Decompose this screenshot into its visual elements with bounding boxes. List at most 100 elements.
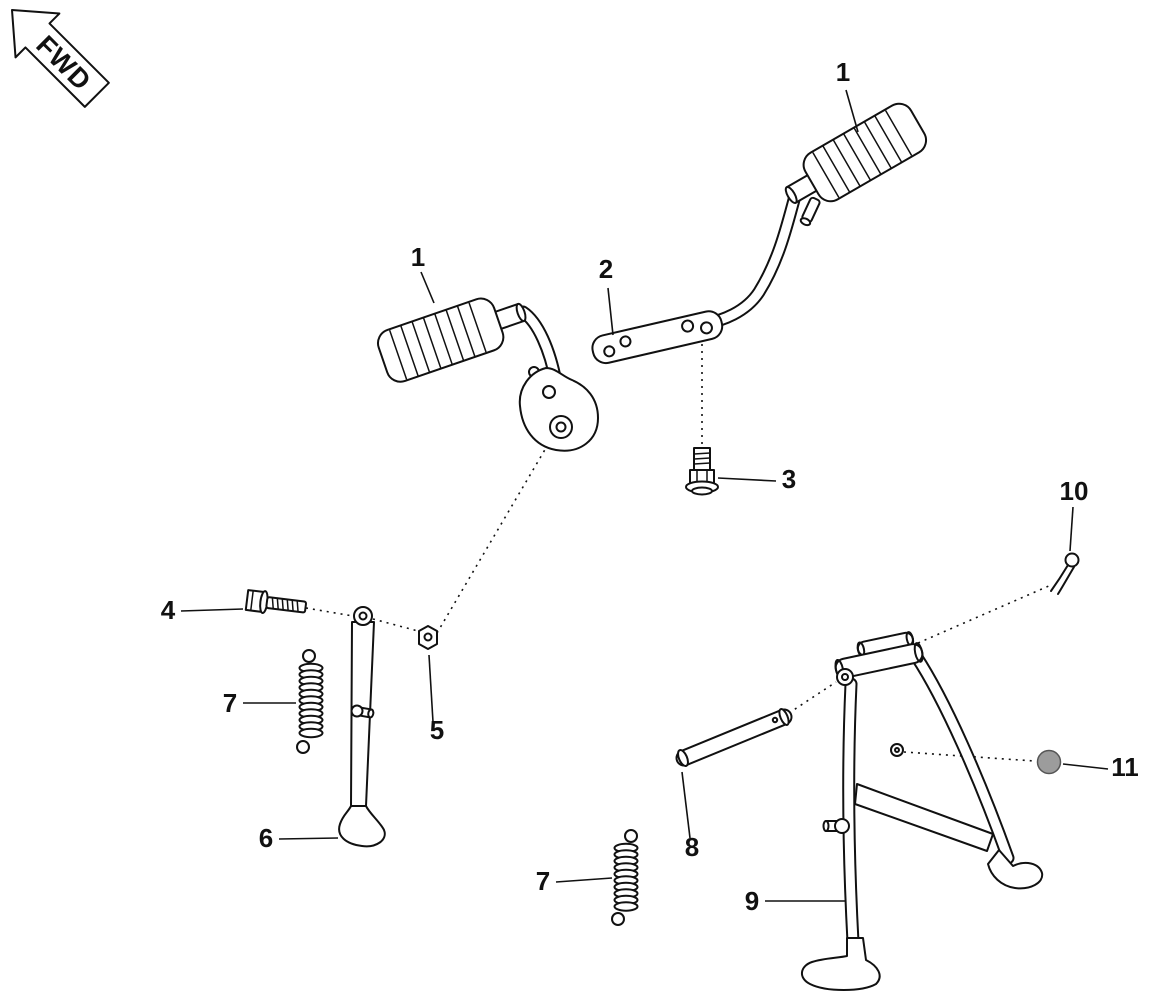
boss-plate-outline <box>518 367 599 452</box>
bracket-hole <box>603 345 616 358</box>
callout-9: 9 <box>745 886 759 916</box>
footrest-assembly-left <box>377 297 599 452</box>
shaft-end-left <box>677 749 689 767</box>
bracket-hole <box>619 335 632 348</box>
footrest-rubber-right <box>784 102 928 204</box>
leader-5 <box>428 654 434 723</box>
side-stand-bolt <box>244 589 308 614</box>
end-cap <box>1036 749 1062 775</box>
mount-peg-end <box>799 217 812 227</box>
grip-ribs <box>388 302 487 380</box>
callout-8: 8 <box>685 832 699 862</box>
dotted-hole-to-cap <box>903 751 1035 762</box>
spring-peg-base <box>350 704 364 718</box>
dotted-bolt4-to-eye <box>305 607 354 617</box>
bolt-threads <box>271 598 299 612</box>
boss-pivot-hole <box>549 415 573 439</box>
cotter-pin <box>1050 552 1080 595</box>
main-stand <box>801 631 1044 991</box>
stand-leg-right-inner <box>911 651 1013 863</box>
shaft-end-right <box>778 708 790 726</box>
spring-coils <box>613 842 639 912</box>
grip-sleeve-end <box>784 186 798 204</box>
stand-shaft <box>675 708 793 767</box>
boss-pivot-bore <box>555 421 567 433</box>
leader-11 <box>1062 763 1109 770</box>
bracket-hole <box>681 319 695 333</box>
side-stand-foot <box>338 805 386 848</box>
grip-body <box>802 102 928 203</box>
callout-3: 3 <box>782 464 796 494</box>
bracket-plate <box>591 310 724 365</box>
fwd-arrow-outline <box>11 9 110 108</box>
coil <box>298 727 324 739</box>
shaft-pin-hole <box>771 716 779 724</box>
callout-11: 11 <box>1111 752 1139 782</box>
hex-nut <box>418 625 438 650</box>
grip-ribs <box>812 110 913 198</box>
dotted-shaft-to-tube <box>788 681 837 714</box>
coil <box>613 901 639 912</box>
grip-body <box>377 297 505 383</box>
bolt-shaft <box>265 596 308 614</box>
callout-1-right: 1 <box>836 57 850 87</box>
spring-peg <box>350 704 375 719</box>
leader-6 <box>278 837 339 840</box>
leader-lines <box>180 89 1109 902</box>
callout-10: 10 <box>1060 476 1089 506</box>
stand-pivot-eye <box>836 668 854 686</box>
flange-bolt <box>685 447 719 496</box>
callout-4: 4 <box>161 595 176 625</box>
foot-peg-base <box>834 818 850 834</box>
grip-sleeve-end <box>515 302 527 323</box>
leader-2 <box>607 287 614 336</box>
spring-hook-bottom <box>296 740 310 754</box>
leader-4 <box>180 608 244 612</box>
leader-8 <box>681 771 691 839</box>
foot-peg-end <box>822 820 830 832</box>
stand-foot-left <box>801 937 881 991</box>
cotter-pin-loop <box>1064 552 1080 568</box>
callout-labels: 1 1 2 3 4 5 6 7 7 8 9 10 11 <box>161 57 1139 916</box>
stand-crossbrace <box>854 783 994 852</box>
footrest-bracket <box>591 310 724 365</box>
footrest-rubber-left <box>377 297 527 383</box>
cotter-pin-leg <box>1050 564 1069 592</box>
dotted-eye-to-nut <box>372 618 419 632</box>
stand-leg-left-inner <box>844 679 858 947</box>
bolt-head-facet <box>249 590 254 611</box>
nut-bore <box>423 632 433 642</box>
spring-peg-end <box>367 708 375 719</box>
cap-hole <box>890 743 904 757</box>
shaft-inner <box>677 710 791 765</box>
mount-peg <box>799 196 821 227</box>
pivot-tube-end <box>913 642 924 663</box>
side-stand <box>338 606 386 848</box>
cotter-pin-leg <box>1057 566 1075 595</box>
spring-hook-top <box>302 649 316 663</box>
callout-1-left: 1 <box>411 242 425 272</box>
dotted-nut-to-boss <box>436 435 554 634</box>
main-stand-spring <box>611 829 639 926</box>
callout-7-bottom: 7 <box>536 866 550 896</box>
boss-small-hole <box>542 385 556 399</box>
leader-3 <box>717 477 777 482</box>
spring-hook-top <box>624 829 638 843</box>
nut-body <box>418 625 438 650</box>
callout-6: 6 <box>259 823 273 853</box>
footrest-assembly-right <box>591 102 928 496</box>
side-stand-eye <box>353 606 373 626</box>
cap-hole-bore <box>894 747 900 753</box>
spring-coils <box>298 662 324 739</box>
footrest-arm-right-inner <box>699 191 800 329</box>
spring-hook-bottom <box>611 912 625 926</box>
leader-10 <box>1069 506 1074 552</box>
leader-1-left <box>420 271 435 304</box>
pedal-boss-plate <box>518 366 599 452</box>
callout-2: 2 <box>599 254 613 284</box>
bolt-flange-under <box>691 486 713 496</box>
side-stand-eye-bore <box>358 611 368 621</box>
side-stand-spring <box>296 649 324 754</box>
